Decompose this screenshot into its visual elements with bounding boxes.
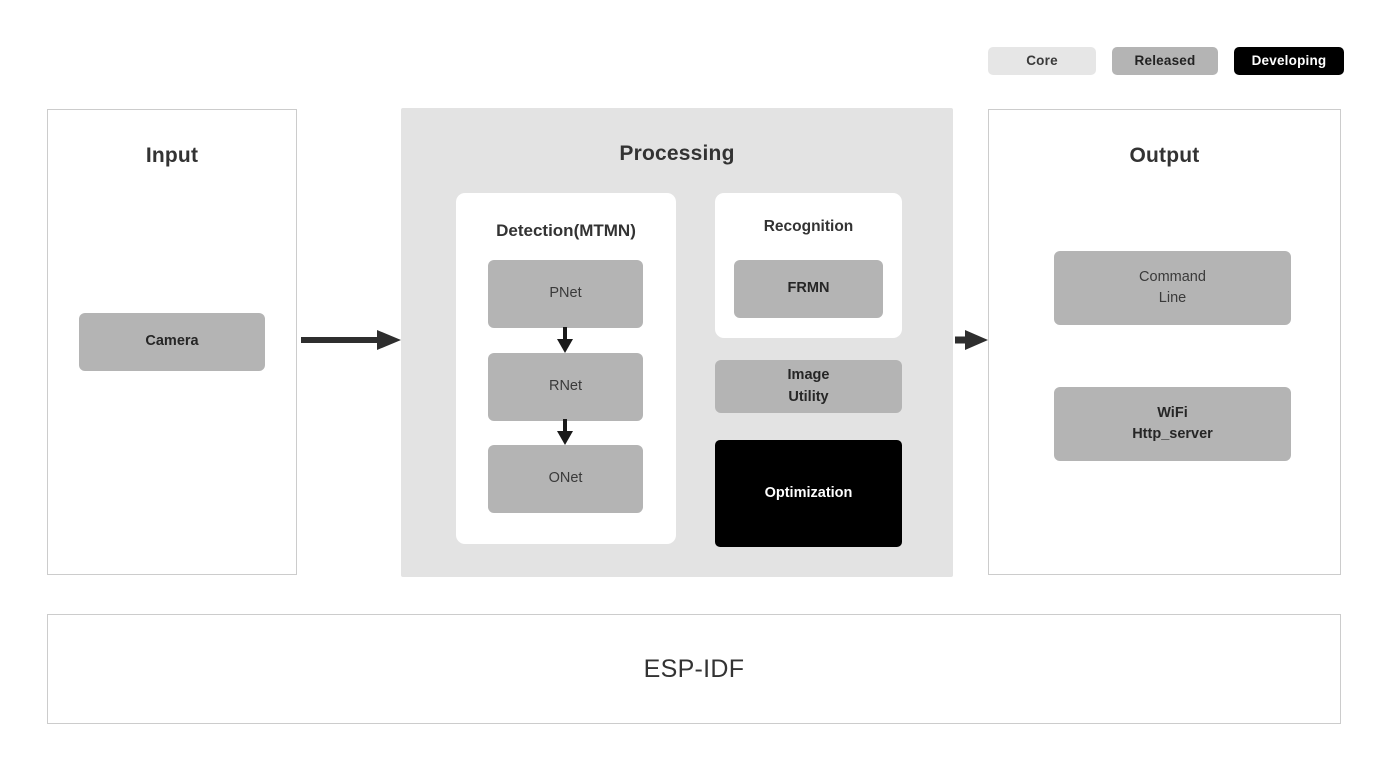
node-onet-label: ONet [548, 470, 583, 487]
output-panel: Output [988, 109, 1341, 575]
node-command-line-line1: Command [1139, 268, 1206, 285]
processing-panel-title: Processing [619, 142, 735, 165]
node-image-utility-line2: Utility [788, 388, 829, 405]
foundation-bar: ESP-IDF [47, 614, 1341, 724]
output-panel-title: Output [1129, 144, 1200, 167]
node-frmn[interactable]: FRMN [734, 260, 883, 318]
node-wifi-http-server[interactable]: WiFi Http_server [1054, 387, 1291, 461]
node-image-utility-label: Image Utility [788, 365, 830, 407]
node-wifi-line2: Http_server [1132, 426, 1213, 442]
arrow-processing-to-output-icon [955, 330, 988, 350]
legend-label-core: Core [1026, 53, 1058, 69]
legend-label-released: Released [1134, 53, 1196, 69]
legend: Core Released Developing [988, 47, 1344, 75]
node-optimization-label: Optimization [764, 484, 853, 501]
input-panel-title: Input [145, 144, 199, 167]
node-pnet-label: PNet [549, 285, 582, 302]
node-rnet-label: RNet [548, 378, 583, 395]
node-command-line-line2: Line [1158, 290, 1187, 306]
foundation-label: ESP-IDF [643, 654, 745, 683]
node-rnet[interactable]: RNet [488, 353, 643, 421]
node-wifi-line1: WiFi [1157, 404, 1188, 421]
node-pnet[interactable]: PNet [488, 260, 643, 328]
legend-chip-developing[interactable]: Developing [1234, 47, 1344, 75]
detection-group-title: Detection(MTMN) [496, 221, 636, 240]
node-onet[interactable]: ONet [488, 445, 643, 513]
node-command-line[interactable]: Command Line [1054, 251, 1291, 325]
legend-label-developing: Developing [1251, 53, 1327, 69]
legend-chip-released[interactable]: Released [1112, 47, 1218, 75]
node-frmn-label: FRMN [787, 280, 830, 297]
node-image-utility-line1: Image [787, 367, 830, 384]
arrow-rnet-to-onet-icon [557, 419, 573, 445]
arrow-input-to-processing-icon [301, 330, 401, 350]
node-camera-label: Camera [145, 333, 199, 350]
arrow-pnet-to-rnet-icon [557, 327, 573, 353]
node-wifi-http-server-label: WiFi Http_server [1132, 403, 1213, 445]
legend-chip-core[interactable]: Core [988, 47, 1096, 75]
node-optimization[interactable]: Optimization [715, 440, 902, 547]
node-command-line-label: Command Line [1139, 267, 1206, 309]
node-camera[interactable]: Camera [79, 313, 265, 371]
recognition-group-title: Recognition [763, 218, 854, 235]
node-image-utility[interactable]: Image Utility [715, 360, 902, 413]
